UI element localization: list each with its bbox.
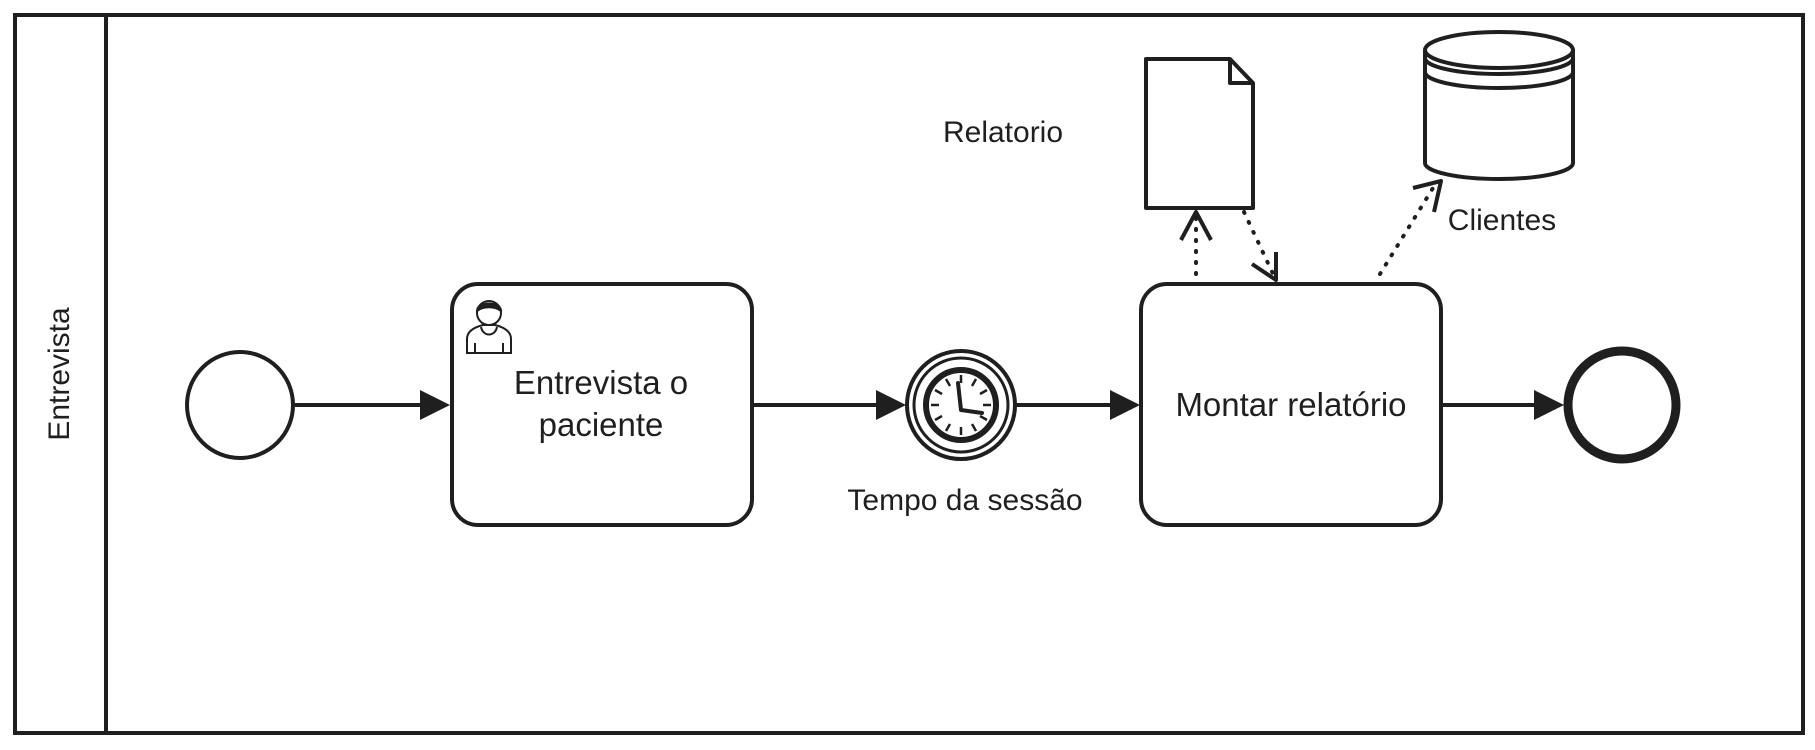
document-icon[interactable] (1144, 57, 1255, 210)
end-event[interactable] (1563, 346, 1681, 464)
task-report-label: Montar relatório (1175, 386, 1406, 423)
start-event[interactable] (185, 350, 295, 460)
data-association-document-to-report[interactable] (1242, 210, 1276, 278)
timer-event-label: Tempo da sessão (847, 484, 1082, 517)
database-icon[interactable] (1423, 30, 1575, 181)
arrowhead (1110, 390, 1140, 420)
arrowhead (420, 390, 450, 420)
arrowhead (876, 390, 906, 420)
data-object-label: Relatorio (943, 116, 1063, 149)
lane-label: Entrevista (43, 307, 76, 441)
user-icon (466, 300, 512, 354)
task-interview-label: Entrevista o (514, 364, 688, 401)
clock-icon (923, 367, 999, 443)
task-interview-label: paciente (539, 406, 664, 443)
association-arrowhead (1250, 252, 1278, 282)
data-store-label: Clientes (1448, 204, 1556, 237)
association-arrowhead (1412, 179, 1443, 213)
arrowhead (1534, 390, 1564, 420)
association-arrowhead (1179, 210, 1213, 241)
